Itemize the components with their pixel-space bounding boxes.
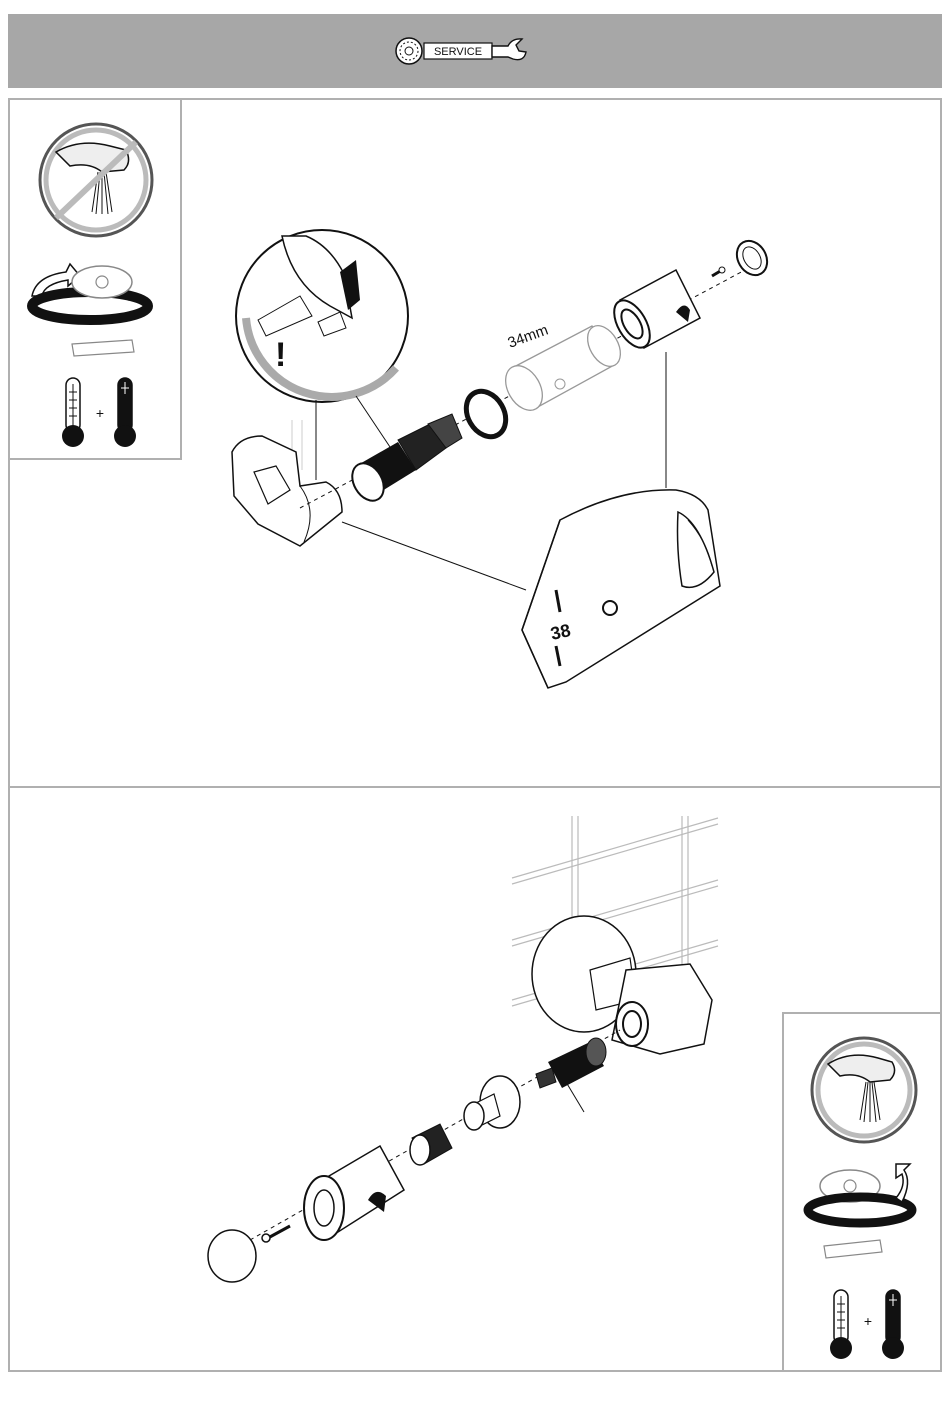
temperature-display: 38: [549, 620, 573, 644]
cover-cap: [731, 235, 773, 280]
gear-icon: [396, 38, 422, 64]
thermometer-hot-icon: [114, 378, 136, 447]
rotate-clockwise-icon: [32, 264, 148, 356]
exploded-view-top: 34mm ! 38: [190, 200, 790, 700]
detail-magnifier: !: [236, 230, 408, 402]
plus-sign: +: [864, 1313, 872, 1329]
instruction-sidebar-bottom: +: [782, 1012, 942, 1372]
thermostat-housing: 38: [522, 490, 720, 688]
rotate-counterclockwise-icon: [808, 1164, 912, 1258]
screw: [712, 267, 725, 276]
thermometer-cold-icon: [830, 1290, 852, 1359]
wall-elbow-fitting: [532, 916, 712, 1054]
thermometer-hot-icon: [882, 1290, 904, 1359]
knurled-nut: [410, 1124, 452, 1165]
thermostatic-cartridge: [346, 414, 462, 506]
flange-cup: [464, 1076, 520, 1130]
thermostatic-cartridge: [536, 1038, 606, 1088]
service-badge: SERVICE: [8, 14, 942, 88]
service-label: SERVICE: [434, 46, 482, 58]
thermometer-cold-icon: [62, 378, 84, 447]
wrench-icon: [492, 39, 526, 60]
retaining-ring: [458, 384, 513, 444]
exploded-view-bottom: [200, 810, 740, 1310]
instruction-sidebar-top: +: [8, 98, 182, 460]
plus-sign: +: [96, 405, 104, 421]
no-water-flow-icon: [40, 124, 152, 236]
valve-body: [232, 436, 342, 546]
handle-sleeve: [607, 270, 700, 354]
wrench-size-label: 34mm: [506, 322, 551, 352]
cover-cap: [208, 1230, 256, 1282]
warning-symbol: !: [275, 336, 286, 374]
screw: [262, 1226, 290, 1242]
no-water-flow-icon: [812, 1038, 916, 1142]
service-header-bar: SERVICE: [8, 14, 942, 88]
handle-sleeve: [304, 1146, 404, 1240]
